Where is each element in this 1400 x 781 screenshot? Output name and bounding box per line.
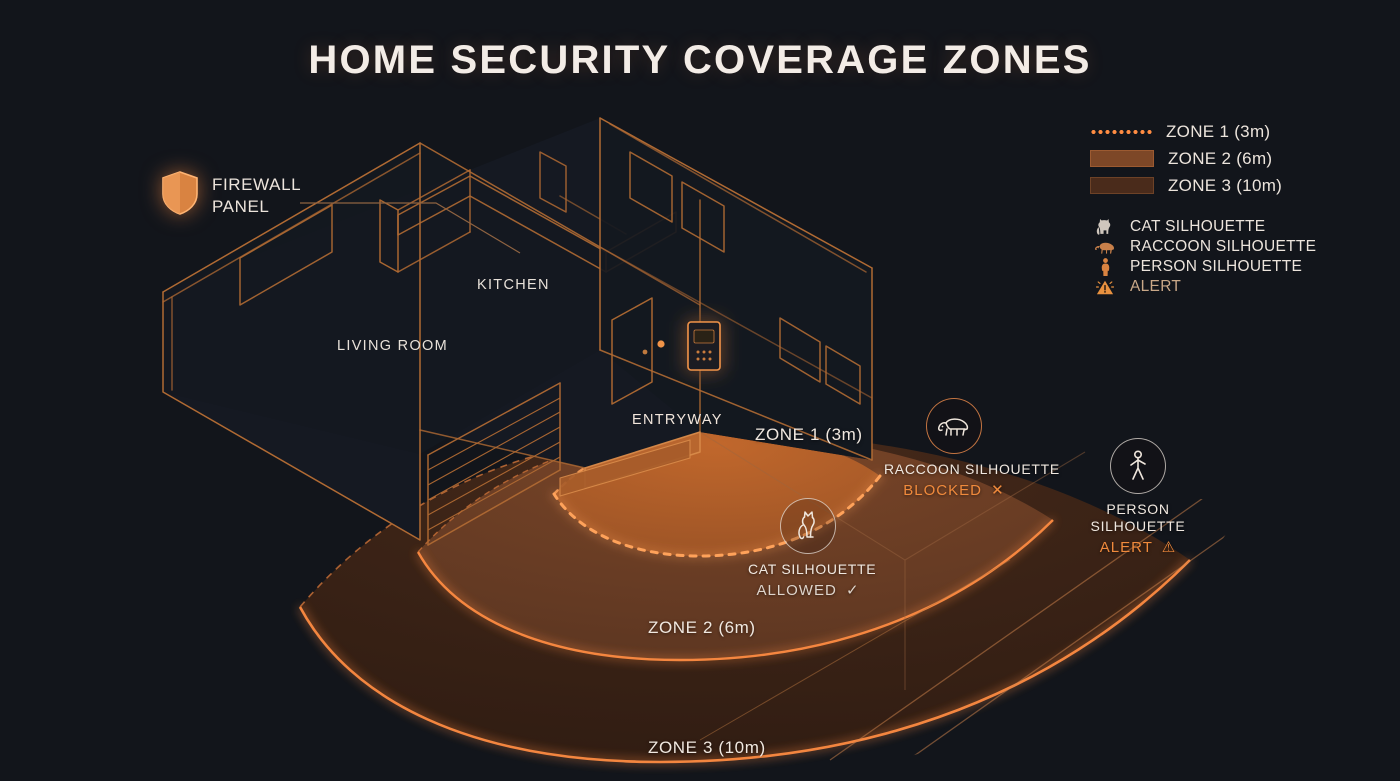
firewall-label-line2: PANEL [212, 196, 270, 216]
legend-raccoon-icon-slot [1090, 238, 1120, 256]
person-icon-ring [1110, 438, 1166, 494]
sensor-node [657, 340, 665, 348]
raccoon-icon [1095, 242, 1115, 254]
legend-item-alert[interactable]: ALERT [1090, 277, 1390, 297]
legend-alert-icon-slot [1090, 278, 1120, 296]
legend: ZONE 1 (3m) ZONE 2 (6m) ZONE 3 (10m) CAT… [1090, 118, 1390, 297]
legend-icon-group: CAT SILHOUETTE RACCOON SILHOUETTE P [1090, 217, 1390, 297]
zone-label-2: ZONE 2 (6m) [648, 618, 756, 637]
person-status: ALERT ⚠ [1080, 538, 1196, 556]
firewall-leader-line [300, 202, 521, 254]
cat-icon [798, 511, 815, 540]
keypad-panel[interactable] [687, 321, 721, 371]
subject-badge-cat[interactable]: CAT SILHOUETTE ALLOWED ✓ [748, 498, 877, 599]
cat-name-label: CAT SILHOUETTE [748, 561, 877, 577]
legend-swatch-zone-1 [1090, 128, 1152, 135]
raccoon-status: BLOCKED ✕ [884, 481, 1024, 499]
cross-icon: ✕ [991, 482, 1005, 500]
house-isometric [162, 117, 873, 546]
person-icon [1130, 450, 1146, 480]
firewall-panel-label: FIREWALL PANEL [212, 170, 301, 218]
person-name-line2: SILHOUETTE [1090, 518, 1186, 535]
legend-item-raccoon[interactable]: RACCOON SILHOUETTE [1090, 237, 1390, 257]
legend-item-person[interactable]: PERSON SILHOUETTE [1090, 257, 1390, 277]
legend-label-cat: CAT SILHOUETTE [1130, 218, 1266, 235]
cat-icon [1096, 218, 1111, 235]
raccoon-name-label: RACCOON SILHOUETTE [884, 461, 1060, 477]
firewall-panel-callout[interactable]: FIREWALL PANEL [160, 170, 301, 218]
zone-label-1: ZONE 1 (3m) [755, 425, 863, 444]
legend-item-zone-3[interactable]: ZONE 3 (10m) [1090, 172, 1390, 199]
legend-cat-icon-slot [1090, 218, 1120, 236]
property-lines [699, 431, 1086, 690]
cat-status: ALLOWED ✓ [748, 581, 868, 599]
page-title: HOME SECURITY COVERAGE ZONES [308, 38, 1092, 82]
raccoon-status-text: BLOCKED [903, 482, 982, 500]
check-icon: ✓ [845, 582, 860, 600]
room-label-entryway: ENTRYWAY [632, 412, 723, 428]
person-name-label: PERSON SILHOUETTE [1080, 501, 1196, 535]
raccoon-icon [938, 418, 969, 436]
room-label-living-room: LIVING ROOM [337, 338, 448, 354]
legend-label-zone-2: ZONE 2 (6m) [1168, 148, 1273, 168]
legend-item-zone-1[interactable]: ZONE 1 (3m) [1090, 118, 1390, 145]
legend-swatch-zone-3 [1090, 177, 1154, 194]
legend-label-alert: ALERT [1130, 278, 1182, 295]
firewall-label-line1: FIREWALL [212, 175, 302, 194]
alert-triangle-icon: ⚠ [1161, 539, 1177, 557]
legend-label-zone-1: ZONE 1 (3m) [1166, 121, 1271, 141]
legend-label-raccoon: RACCOON SILHOUETTE [1130, 238, 1317, 255]
zone-label-3: ZONE 3 (10m) [648, 738, 766, 757]
raccoon-icon-ring [926, 398, 982, 454]
subject-badge-person[interactable]: PERSON SILHOUETTE ALERT ⚠ [1080, 438, 1196, 556]
legend-label-person: PERSON SILHOUETTE [1130, 258, 1303, 275]
room-label-kitchen: KITCHEN [477, 277, 550, 293]
cat-icon-ring [780, 498, 836, 554]
subject-badge-raccoon[interactable]: RACCOON SILHOUETTE BLOCKED ✕ [884, 398, 1060, 499]
person-icon [1101, 258, 1109, 276]
legend-swatch-zone-2 [1090, 150, 1154, 167]
person-status-text: ALERT [1099, 539, 1153, 557]
alert-icon [1095, 280, 1115, 295]
legend-label-zone-3: ZONE 3 (10m) [1168, 175, 1283, 195]
legend-item-zone-2[interactable]: ZONE 2 (6m) [1090, 145, 1390, 172]
legend-person-icon-slot [1090, 258, 1120, 276]
legend-item-cat[interactable]: CAT SILHOUETTE [1090, 217, 1390, 237]
legend-zone-group: ZONE 1 (3m) ZONE 2 (6m) ZONE 3 (10m) [1090, 118, 1390, 199]
cat-status-text: ALLOWED [756, 582, 837, 600]
shield-icon [162, 171, 198, 215]
person-name-line1: PERSON [1106, 501, 1170, 517]
